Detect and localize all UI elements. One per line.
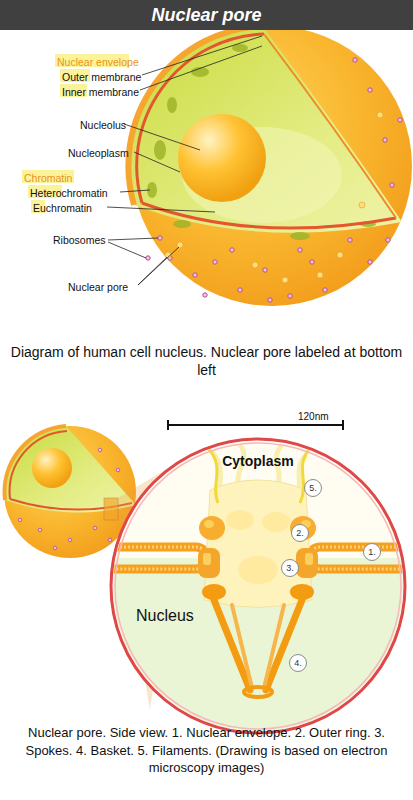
callout-circle: 3. (281, 559, 299, 577)
closeup-circle: CytoplasmNucleus 5. 2. 1. 3. 4. (111, 439, 405, 733)
part-label: Ribosomes (53, 233, 106, 248)
callout-circle: 4. (289, 654, 307, 672)
title-bar: Nuclear pore (0, 0, 413, 30)
nuclear-pore-closeup (100, 436, 413, 758)
callout-number: 3. (282, 560, 298, 576)
callout-circle: 5. (304, 479, 322, 497)
part-label: Outer membrane (62, 70, 141, 85)
scale-label: 120nm (298, 410, 329, 424)
part-label: Chromatin (24, 171, 72, 186)
part-label: Nuclear envelope (57, 55, 139, 70)
callout-number: 5. (305, 480, 321, 496)
part-label: Inner membrane (62, 85, 139, 100)
part-label: Nuclear pore (68, 280, 128, 295)
callout-number: 4. (290, 655, 306, 671)
region-label: Cytoplasm (111, 453, 405, 469)
part-label: Euchromatin (33, 201, 92, 216)
region-label: Nucleus (136, 607, 194, 625)
callout-circle: 2. (291, 524, 309, 542)
part-label: Nucleoplasm (68, 146, 129, 161)
part-label: Nucleolus (80, 118, 126, 133)
callout-number: 1. (364, 544, 380, 560)
callout-number: 2. (292, 525, 308, 541)
figure-caption: Diagram of human cell nucleus. Nuclear p… (4, 343, 409, 379)
nucleus-sphere (128, 26, 412, 306)
callout-circle: 1. (363, 543, 381, 561)
part-label: Heterochromatin (30, 186, 108, 201)
figure-caption: Nuclear pore. Side view. 1. Nuclear enve… (4, 724, 409, 777)
